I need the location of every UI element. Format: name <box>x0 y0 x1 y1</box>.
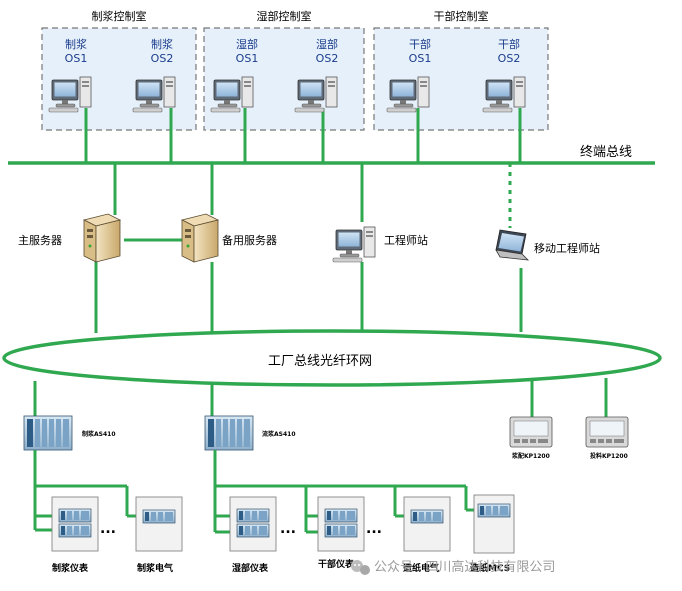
watermark-text: 公众号 · 四川高达科技有限公司 <box>374 559 555 575</box>
room-title: 湿部控制室 <box>257 9 312 23</box>
wechat-icon <box>351 560 370 575</box>
ellipsis: ... <box>280 521 296 537</box>
device-label: 制浆仪表 <box>52 562 89 574</box>
device-cabinets <box>51 494 515 554</box>
device-label: 干部仪表 <box>318 558 355 570</box>
device-label: 造纸电气 <box>403 562 439 574</box>
ring-drop-lines <box>33 378 608 418</box>
terminal-bus-label: 终端总线 <box>580 144 632 160</box>
room-title: 制浆控制室 <box>92 9 147 23</box>
panel-right-icon <box>585 416 629 448</box>
os-label-line1: 制浆 <box>65 37 87 51</box>
device-label: 制浆电气 <box>137 562 173 574</box>
engineer-station-label: 工程师站 <box>384 233 428 247</box>
os-label-line2: OS2 <box>498 52 521 65</box>
panel-right-label: 投料KP1200 <box>590 452 628 460</box>
os-label-line2: OS1 <box>409 52 432 65</box>
engineer-station-icon <box>332 226 376 263</box>
mobile-engineer-station-label: 移动工程师站 <box>534 241 600 255</box>
room-title: 干部控制室 <box>434 9 489 23</box>
fiber-ring <box>2 329 662 387</box>
rack-flow-icon <box>204 415 254 451</box>
rack-flow-label: 流浆AS410 <box>262 430 296 438</box>
rack-pulping-label: 制浆AS410 <box>82 430 116 438</box>
os-label-line1: 干部 <box>409 37 431 51</box>
server-links <box>94 163 523 333</box>
panel-left-label: 浆配KP1200 <box>511 452 550 460</box>
os-label-line1: 湿部 <box>316 37 338 51</box>
main-server-label: 主服务器 <box>18 234 62 247</box>
os-label-line2: OS2 <box>151 52 174 65</box>
panel-left-icon <box>509 416 553 448</box>
os-label-line1: 湿部 <box>236 37 258 51</box>
os-drop-lines <box>84 108 522 163</box>
laptop-icon <box>495 229 529 261</box>
main-server-icon <box>83 213 121 263</box>
os-label-line2: OS2 <box>316 52 339 65</box>
os-label-line2: OS1 <box>65 52 88 65</box>
os-labels: 制浆 OS1 制浆 OS2 湿部 OS1 湿部 OS2 干部 OS1 干部 OS… <box>65 37 521 65</box>
rack-pulping-icon <box>23 415 73 451</box>
watermark: 公众号 · 四川高达科技有限公司 <box>351 559 555 575</box>
ellipsis: ... <box>366 521 382 537</box>
backup-server-label: 备用服务器 <box>222 233 277 247</box>
fiber-ring-label: 工厂总线光纤环网 <box>268 354 372 369</box>
device-label: 湿部仪表 <box>232 562 269 574</box>
os-label-line2: OS1 <box>236 52 259 65</box>
device-label: 造纸MCS <box>470 562 510 574</box>
os-label-line1: 制浆 <box>151 37 173 51</box>
ellipsis: ... <box>100 521 116 537</box>
backup-server-icon <box>181 213 219 263</box>
os-label-line1: 干部 <box>498 37 520 51</box>
